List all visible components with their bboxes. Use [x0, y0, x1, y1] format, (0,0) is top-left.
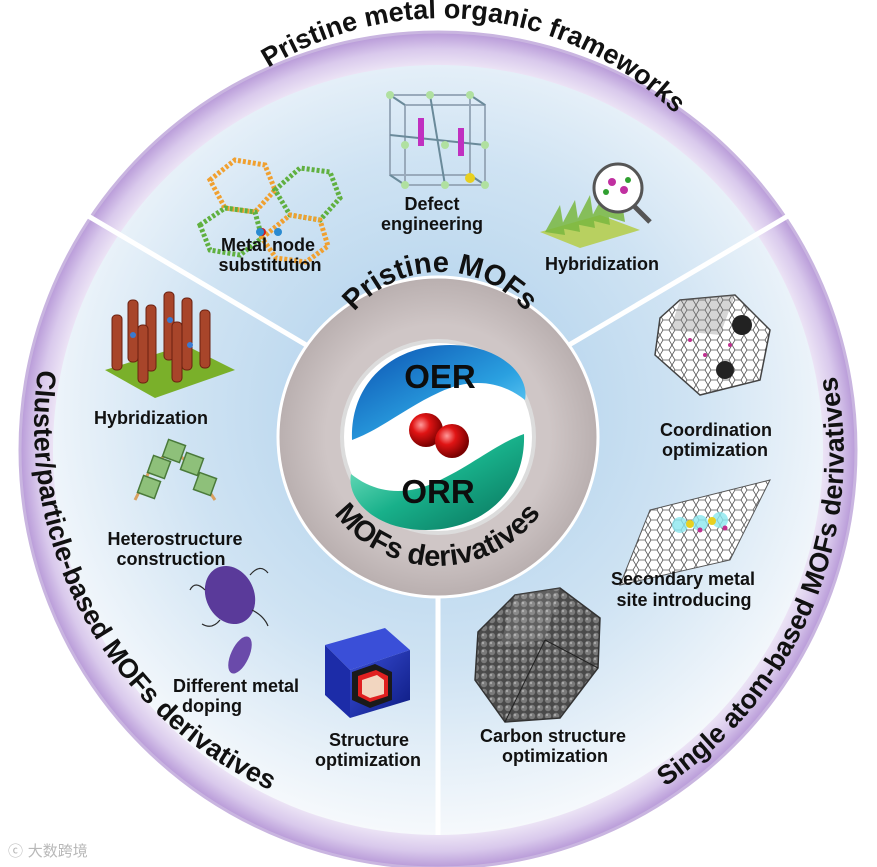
label-doping-1: Different metal	[173, 676, 299, 696]
oxygen-atom-2	[435, 424, 469, 458]
label-structure-2: optimization	[315, 750, 421, 770]
orr-label: ORR	[401, 473, 475, 510]
label-doping-2: doping	[182, 696, 242, 716]
label-defect-2: engineering	[381, 214, 483, 234]
label-hetero-1: Heterostructure	[107, 529, 242, 549]
label-hybrid-cluster: Hybridization	[94, 408, 208, 428]
label-secondary-2: site introducing	[617, 590, 752, 610]
label-metal-node-1: Metal node	[221, 235, 315, 255]
label-coord-2: optimization	[662, 440, 768, 460]
label-structure-1: Structure	[329, 730, 409, 750]
label-coord-1: Coordination	[660, 420, 772, 440]
label-carbon-2: optimization	[502, 746, 608, 766]
watermark-text: 大数跨境	[28, 842, 88, 860]
label-hetero-2: construction	[116, 549, 225, 569]
oer-orr-emblem: OER ORR	[342, 341, 534, 533]
oer-label: OER	[404, 358, 476, 395]
label-secondary-1: Secondary metal	[611, 569, 755, 589]
label-hybrid-pristine: Hybridization	[545, 254, 659, 274]
label-defect-1: Defect	[404, 194, 459, 214]
label-carbon-1: Carbon structure	[480, 726, 626, 746]
label-metal-node-2: substitution	[219, 255, 322, 275]
watermark: ⓒ 大数跨境	[8, 840, 88, 861]
watermark-icon: ⓒ	[8, 842, 23, 860]
